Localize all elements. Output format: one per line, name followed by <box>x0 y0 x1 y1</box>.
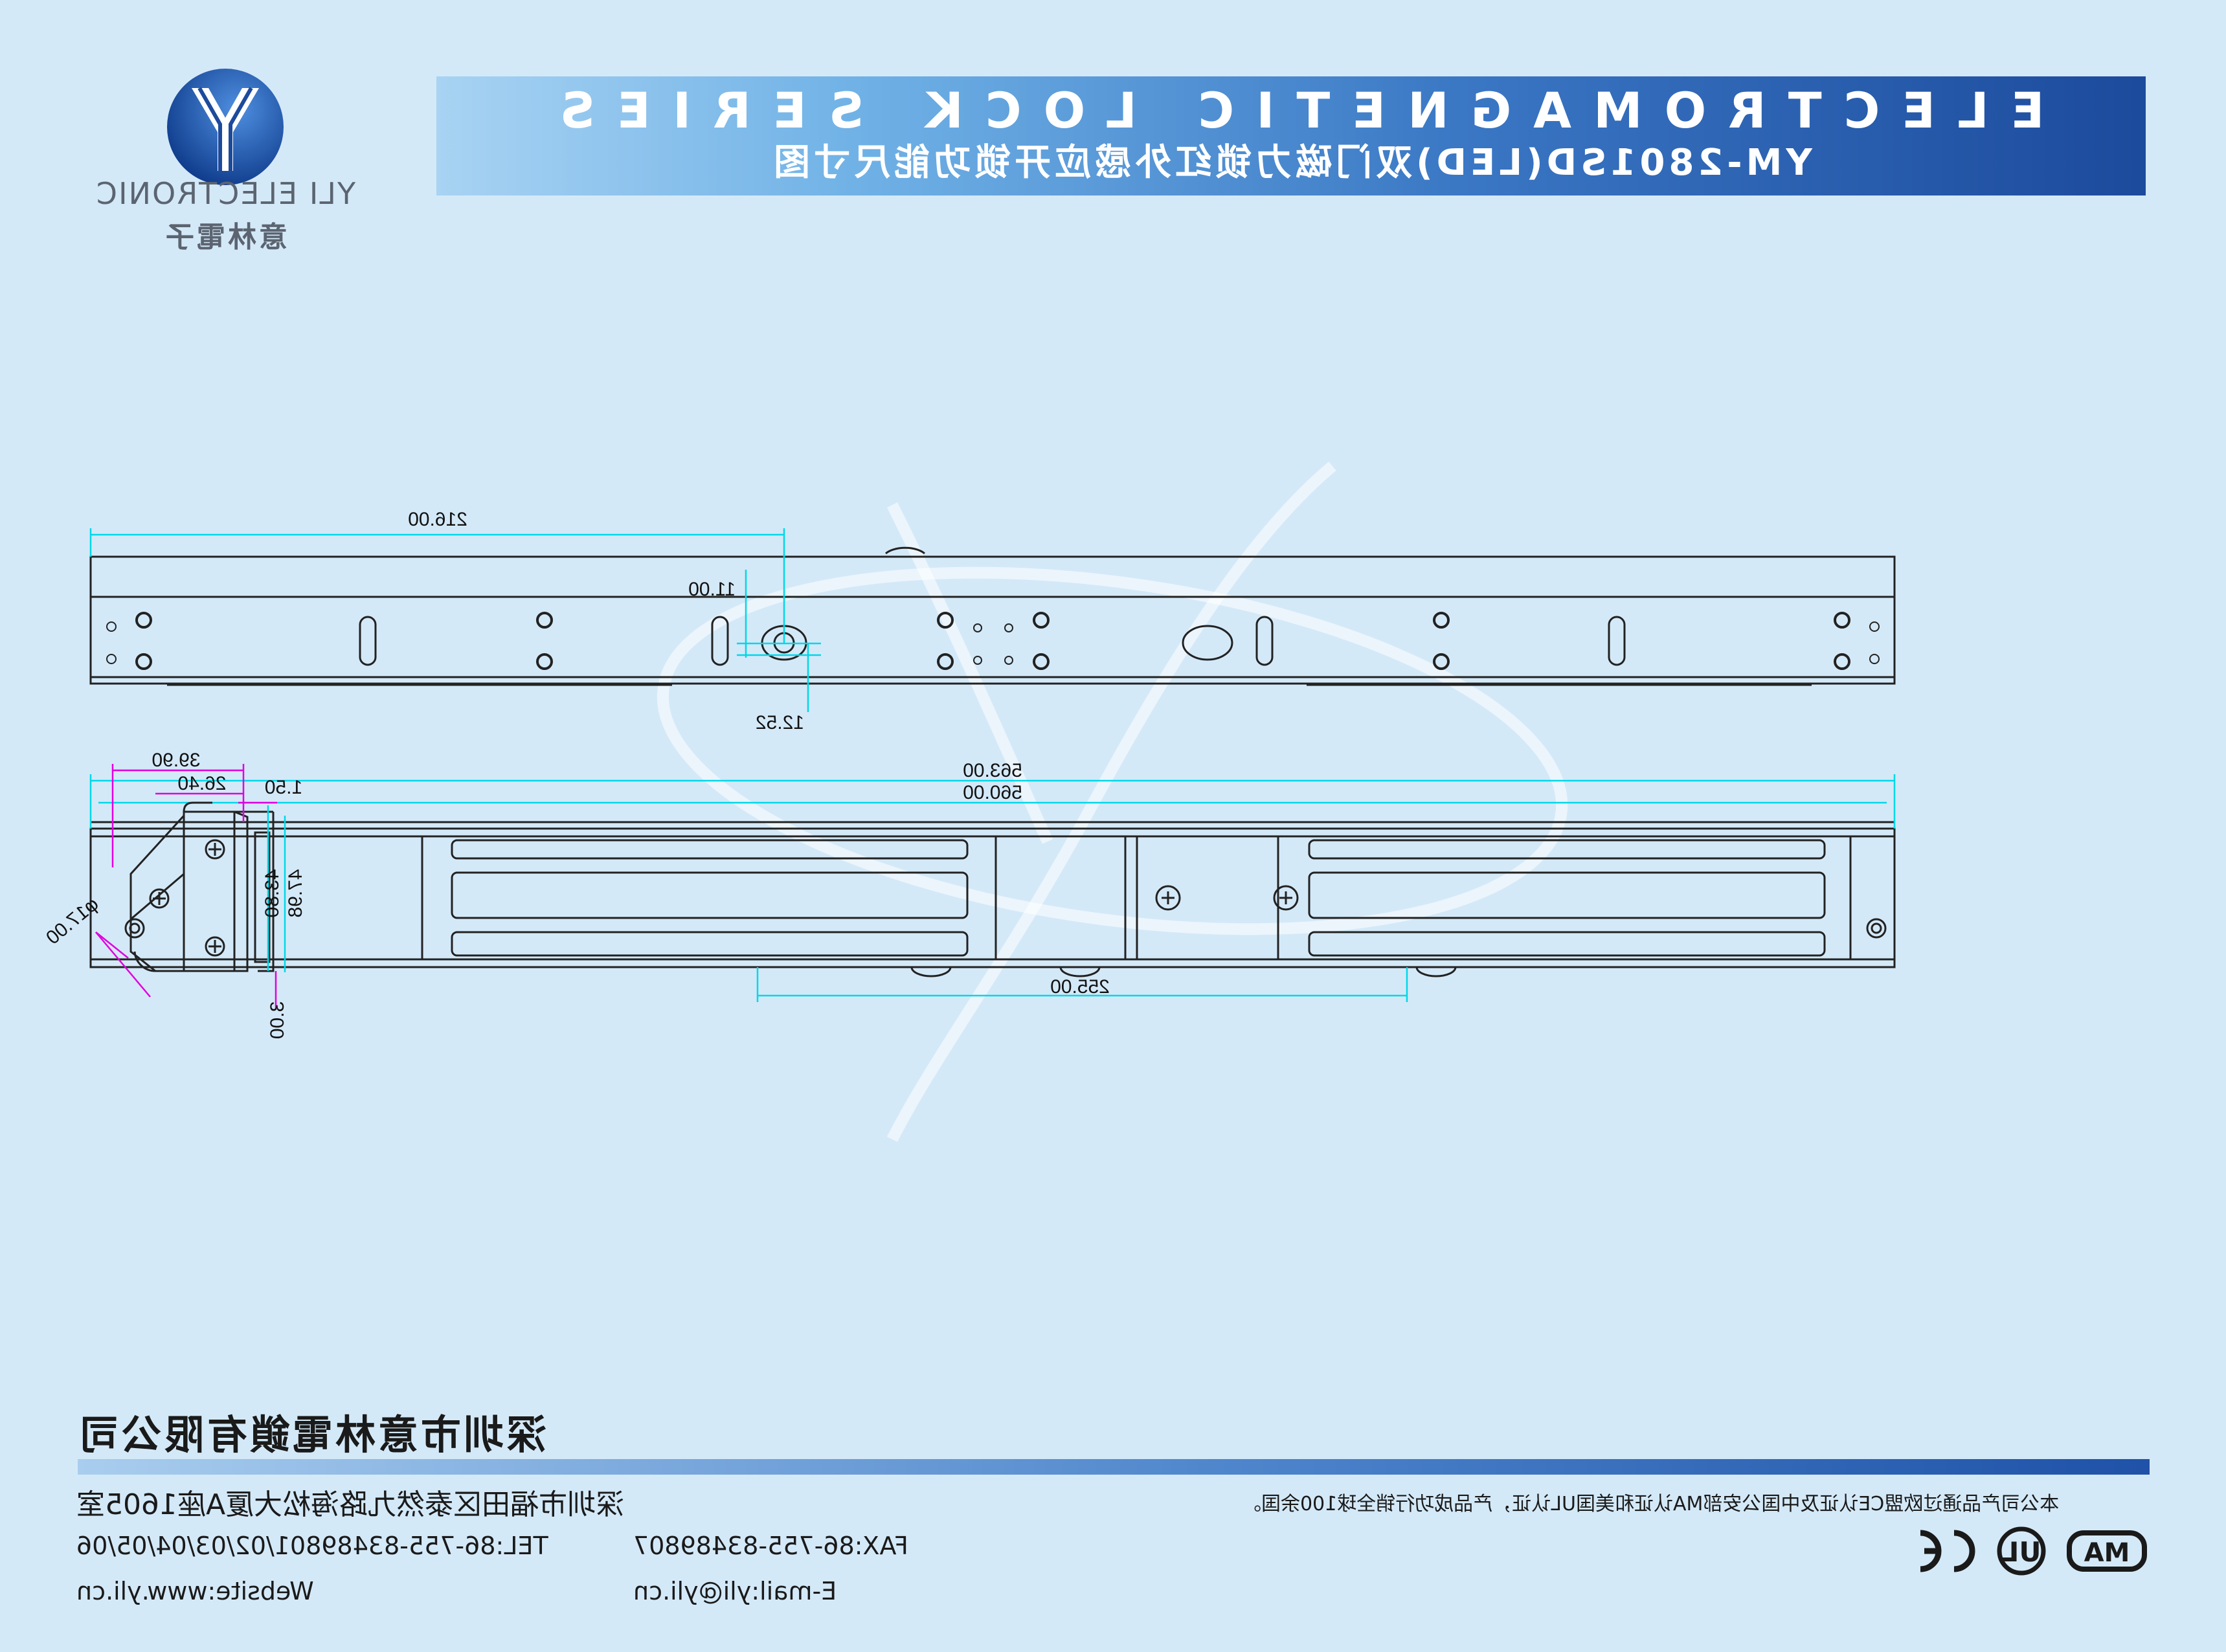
front-view <box>89 821 1896 977</box>
dimension-label: 26.40 <box>177 773 226 794</box>
company-name: 深圳市意林電鎖有限公司 <box>76 1411 547 1458</box>
top-view-dimensions <box>89 528 821 712</box>
dimension-label: 47.98 <box>285 869 306 917</box>
certification-note: 本公司产品通过欧盟CE认证及中国公安部MA认证和美国UL认证，产品成功行销全球1… <box>1242 1493 2060 1515</box>
dimension-label: 255.00 <box>1050 976 1110 998</box>
certification-marks: UL MA <box>1920 1526 2147 1576</box>
ma-mark-icon: MA <box>2067 1530 2147 1572</box>
svg-text:MA: MA <box>2084 1538 2130 1568</box>
ul-mark-icon: UL <box>1997 1526 2046 1576</box>
dimension-label: 39.90 <box>152 750 200 771</box>
dimension-label: 3.00 <box>267 1001 288 1039</box>
company-website[interactable]: Website:www.yli.cn <box>76 1577 314 1605</box>
front-view-dimensions <box>89 774 1896 1002</box>
dimension-label: 12.52 <box>756 712 804 733</box>
dimension-label: 1.50 <box>265 777 302 798</box>
dimension-label: 563.00 <box>963 760 1022 781</box>
company-email[interactable]: E-mail:yli@yli.cn <box>633 1577 837 1605</box>
dimension-label: 11.00 <box>688 579 736 600</box>
footer-divider <box>78 1459 2150 1475</box>
side-view-dimensions <box>95 764 286 1010</box>
company-fax: FAX:86-755-83489807 <box>633 1532 908 1560</box>
dimension-label: 43.80 <box>262 869 283 917</box>
top-view <box>89 546 1896 686</box>
ce-mark-icon <box>1920 1530 1975 1572</box>
side-view <box>129 801 275 972</box>
company-address: 深圳市福田区泰然九路海松大厦A座1605室 <box>76 1488 625 1521</box>
yli-y-logo-icon <box>167 69 284 185</box>
dimension-label: 216.00 <box>408 509 467 530</box>
dimension-label: 560.00 <box>963 782 1022 803</box>
dimension-label: φ17.00 <box>42 893 103 949</box>
svg-text:UL: UL <box>2002 1536 2041 1568</box>
